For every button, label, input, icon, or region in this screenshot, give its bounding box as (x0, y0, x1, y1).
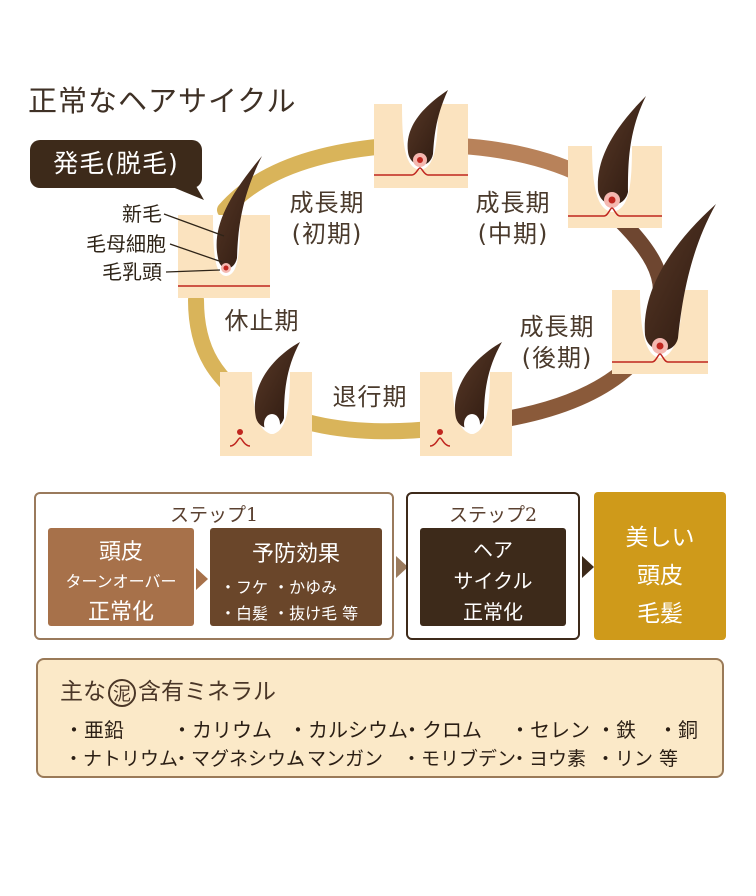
result-line1: 美しい (625, 525, 695, 551)
phase-early-sub: (初期) (291, 220, 363, 248)
step1-label: ステップ1 (169, 504, 259, 526)
ring-segment-regression (292, 412, 448, 440)
hair-cycle-diagram (163, 90, 716, 456)
tile-hair-line1: ヘア (473, 538, 513, 562)
phase-middle-growth: 成長期 (中期) (468, 188, 558, 250)
bubble-tail (170, 186, 204, 200)
minerals-title-pre: 主な (60, 679, 106, 705)
tile-scalp-line1: 頭皮 (98, 540, 143, 565)
step1-panel: ステップ1 頭皮 ターンオーバー 正常化 予防効果 ・フケ ・かゆみ ・白髪 ・… (34, 492, 394, 640)
phase-regression: 退行期 (332, 383, 408, 411)
mineral-item: ・亜鉛 (64, 718, 124, 742)
phase-middle-sub: (中期) (477, 220, 549, 248)
hair-icon (454, 342, 502, 429)
mineral-item: ・モリブデン (402, 748, 517, 770)
hair-icon (407, 90, 448, 166)
papilla (437, 429, 443, 435)
tile-scalp-turnover: 頭皮 ターンオーバー 正常化 (48, 528, 194, 626)
hair-icon (216, 156, 262, 269)
arrow-right-icon (396, 556, 408, 578)
hair-icon (597, 96, 646, 205)
tile-hair-line2: サイクル (453, 569, 533, 593)
mineral-item: ・カルシウム (288, 718, 408, 742)
arrow-right-icon (582, 556, 594, 578)
papilla (237, 429, 243, 435)
tile-scalp-line2: ターンオーバー (65, 572, 177, 591)
mineral-item: ・銅 (658, 718, 698, 742)
result-line3: 毛髪 (637, 601, 683, 627)
label-new-hair: 新毛 (122, 202, 162, 226)
mineral-item: ・クロム (402, 718, 482, 742)
result-line2: 頭皮 (637, 563, 683, 589)
arrow-right-icon (196, 568, 208, 590)
tile-prevention-title: 予防効果 (251, 542, 340, 567)
label-dermal-papilla: 毛乳頭 (102, 260, 162, 284)
phase-late-sub: (後期) (521, 344, 593, 372)
hair-emergence-bubble: 発毛(脱毛) (30, 140, 202, 188)
mineral-item: ・リン 等 (596, 748, 679, 770)
tile-hair-cycle: ヘア サイクル 正常化 (420, 528, 566, 626)
label-hair-matrix: 毛母細胞 (86, 232, 166, 256)
step2-panel: ステップ2 ヘア サイクル 正常化 (406, 492, 580, 640)
phase-early-name: 成長期 (289, 189, 365, 217)
hair-icon (644, 204, 716, 351)
tile-scalp-line3: 正常化 (87, 600, 154, 625)
mineral-item: ・鉄 (596, 718, 636, 742)
minerals-title: 主な泥含有ミネラル (60, 672, 276, 707)
mineral-item: ・セレン (510, 718, 590, 742)
stage-early-growth (374, 90, 468, 188)
tile-prevention: 予防効果 ・フケ ・かゆみ ・白髪 ・抜け毛 等 (210, 528, 382, 626)
mineral-item: ・カリウム (172, 718, 272, 742)
result-tile: 美しい 頭皮 毛髪 (594, 492, 726, 640)
mineral-item: ・マグネシウム (172, 748, 306, 770)
hair-icon (254, 342, 300, 429)
mineral-item: ・ナトリウム (64, 748, 179, 770)
mineral-item: ・マンガン (288, 748, 384, 770)
stage-late-growth (612, 204, 716, 374)
mud-circle-icon: 泥 (108, 679, 136, 707)
part-leader-lines (163, 213, 225, 273)
mineral-item: ・ヨウ素 (510, 748, 587, 770)
phase-late-growth: 成長期 (後期) (512, 312, 602, 374)
tile-prevention-line1: ・フケ ・かゆみ (220, 578, 338, 597)
phase-rest: 休止期 (224, 307, 300, 335)
stage-regression (420, 342, 512, 456)
tile-hair-line3: 正常化 (463, 600, 523, 624)
phase-late-name: 成長期 (519, 313, 595, 341)
minerals-panel: 主な泥含有ミネラル ・亜鉛 ・カリウム ・カルシウム ・クロム ・セレン ・鉄 … (36, 658, 724, 778)
diagram-title: 正常なヘアサイクル (28, 84, 297, 118)
stage-middle-growth (568, 96, 662, 228)
tile-prevention-line2: ・白髪 ・抜け毛 等 (220, 604, 359, 623)
step2-label: ステップ2 (448, 504, 538, 526)
minerals-title-post: 含有ミネラル (138, 679, 276, 705)
stage-rest (220, 342, 312, 456)
phase-early-growth: 成長期 (初期) (282, 188, 372, 250)
phase-middle-name: 成長期 (475, 189, 551, 217)
